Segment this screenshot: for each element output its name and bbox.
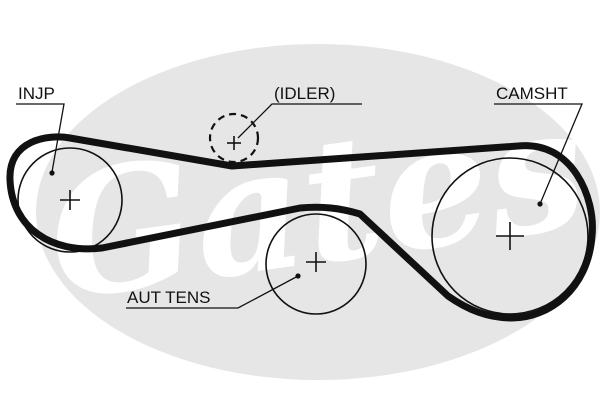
gates-watermark-logo: Gates: [36, 44, 600, 380]
timing-belt: [6, 133, 596, 322]
injp-marker-dot: [49, 170, 55, 176]
camsht-label: CAMSHT: [496, 84, 568, 103]
idler-label: (IDLER): [274, 84, 335, 103]
injp-label: INJP: [18, 84, 55, 103]
idler-leader-line: [237, 103, 362, 139]
camsht-leader-line: [494, 103, 583, 205]
camsht-pulley: [431, 157, 589, 315]
injp-pulley: [17, 147, 123, 253]
aut-tens-label: AUT TENS: [127, 288, 210, 307]
injp-leader-line: [16, 103, 65, 173]
aut-tens-leader-line: [126, 275, 299, 309]
idler-pulley: [208, 112, 260, 164]
